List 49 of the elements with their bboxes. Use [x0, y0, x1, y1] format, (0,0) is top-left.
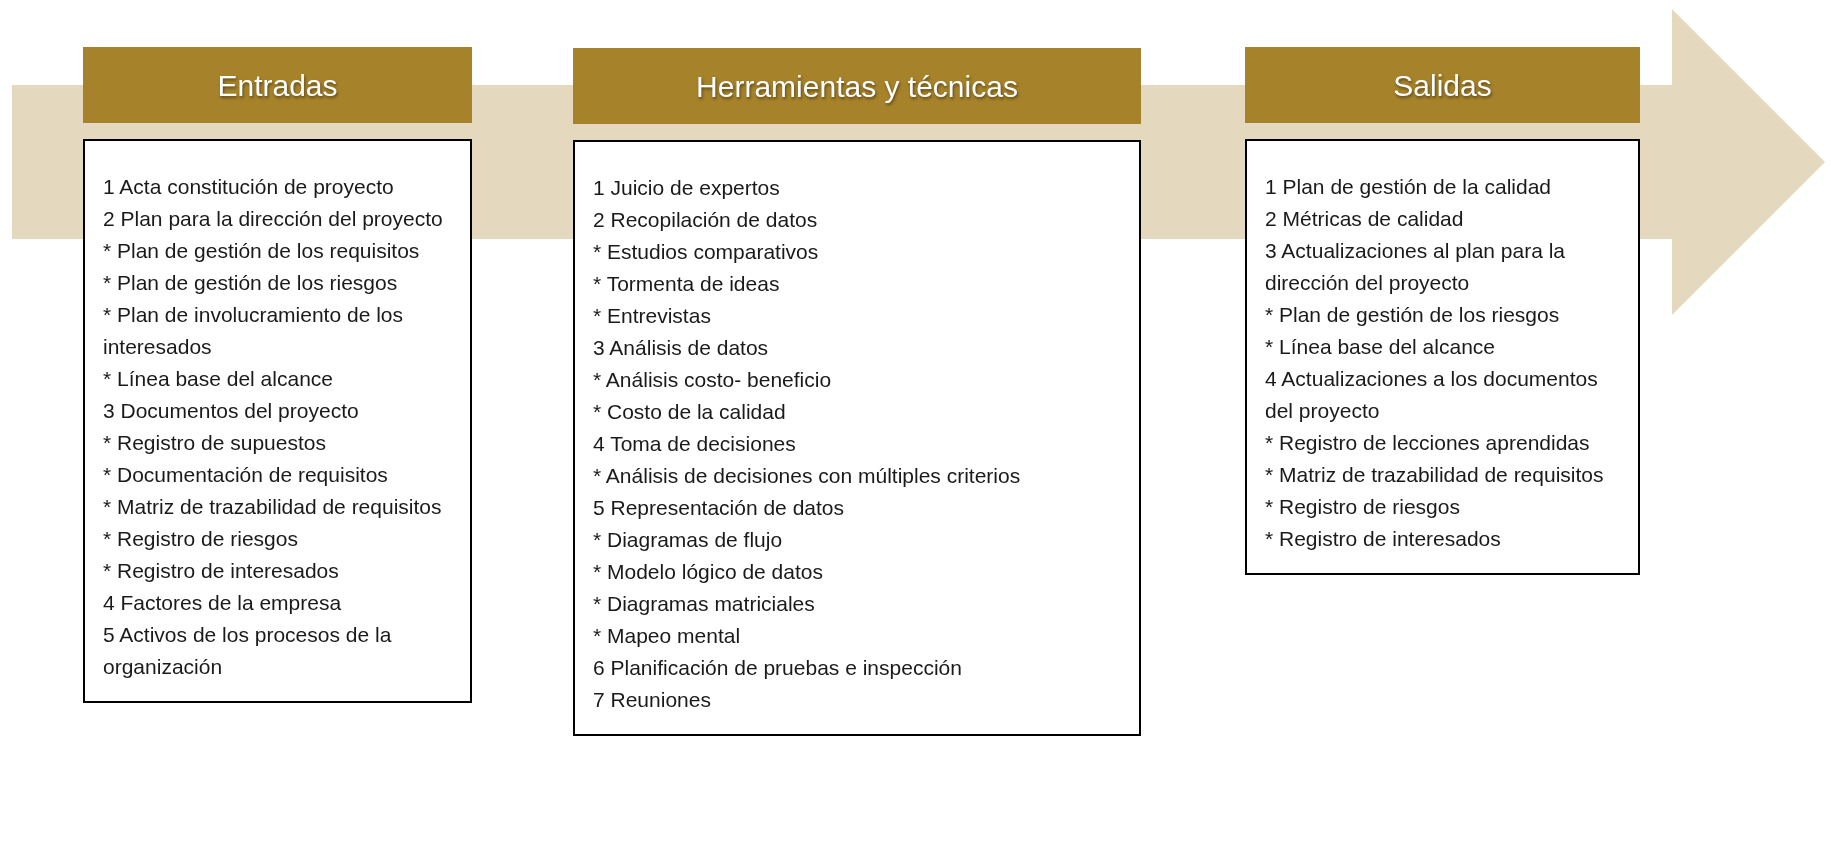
- list-item: 3 Actualizaciones al plan para la dirección del proyecto: [1265, 238, 1567, 296]
- list-item: 1 Plan de gestión de la calidad: [1265, 174, 1553, 200]
- list-item: * Línea base del alcance: [103, 366, 334, 392]
- list-item: * Diagramas matriciales: [593, 591, 816, 617]
- list-item: * Mapeo mental: [593, 623, 742, 649]
- list-item: 3 Documentos del proyecto: [103, 398, 360, 424]
- list-item: * Registro de lecciones aprendidas: [1265, 430, 1591, 456]
- list-item: 3 Análisis de datos: [593, 335, 770, 361]
- list-box: [1245, 139, 1640, 575]
- list-item: 2 Métricas de calidad: [1265, 206, 1465, 232]
- list-item: * Diagramas de flujo: [593, 527, 784, 553]
- list-item: 2 Recopilación de datos: [593, 207, 819, 233]
- list-box: [573, 140, 1141, 736]
- list-item: 4 Actualizaciones a los documentos del proyecto: [1265, 366, 1599, 424]
- list-item: * Plan de gestión de los requisitos: [103, 238, 421, 264]
- list-item: * Registro de interesados: [1265, 526, 1502, 552]
- list-item: * Matriz de trazabilidad de requisitos: [103, 494, 443, 520]
- list-item: 5 Representación de datos: [593, 495, 845, 521]
- list-item: * Matriz de trazabilidad de requisitos: [1265, 462, 1605, 488]
- list-item: 5 Activos de los procesos de la organización: [103, 622, 393, 680]
- list-item: * Análisis de decisiones con múltiples criterios: [593, 463, 1022, 489]
- list-item: 1 Juicio de expertos: [593, 175, 781, 201]
- list-item: * Línea base del alcance: [1265, 334, 1496, 360]
- column-heading: Salidas: [1393, 67, 1492, 104]
- list-item: * Costo de la calidad: [593, 399, 787, 425]
- list-item: 4 Toma de decisiones: [593, 431, 797, 457]
- list-item: 7 Reuniones: [593, 687, 712, 713]
- list-item: 2 Plan para la dirección del proyecto: [103, 206, 444, 232]
- list-item: * Entrevistas: [593, 303, 712, 329]
- header-bar: [1245, 47, 1640, 123]
- list-item: * Registro de supuestos: [103, 430, 327, 456]
- list-item: * Plan de gestión de los riesgos: [1265, 302, 1561, 328]
- column-heading: Entradas: [217, 67, 338, 104]
- list-item: * Registro de riesgos: [1265, 494, 1461, 520]
- list-item: * Documentación de requisitos: [103, 462, 389, 488]
- list-item: 1 Acta constitución de proyecto: [103, 174, 395, 200]
- list-item: 6 Planificación de pruebas e inspección: [593, 655, 963, 681]
- list-item: * Análisis costo- beneficio: [593, 367, 833, 393]
- header-bar: [83, 47, 472, 123]
- list-item: * Registro de interesados: [103, 558, 340, 584]
- list-item: * Registro de riesgos: [103, 526, 299, 552]
- list-item: * Plan de involucramiento de los interesados: [103, 302, 404, 360]
- column-heading: Herramientas y técnicas: [696, 68, 1018, 105]
- list-item: 4 Factores de la empresa: [103, 590, 343, 616]
- list-box: [83, 139, 472, 703]
- list-item: * Tormenta de ideas: [593, 271, 781, 297]
- list-item: * Plan de gestión de los riesgos: [103, 270, 399, 296]
- list-item: * Modelo lógico de datos: [593, 559, 824, 585]
- list-item: * Estudios comparativos: [593, 239, 820, 265]
